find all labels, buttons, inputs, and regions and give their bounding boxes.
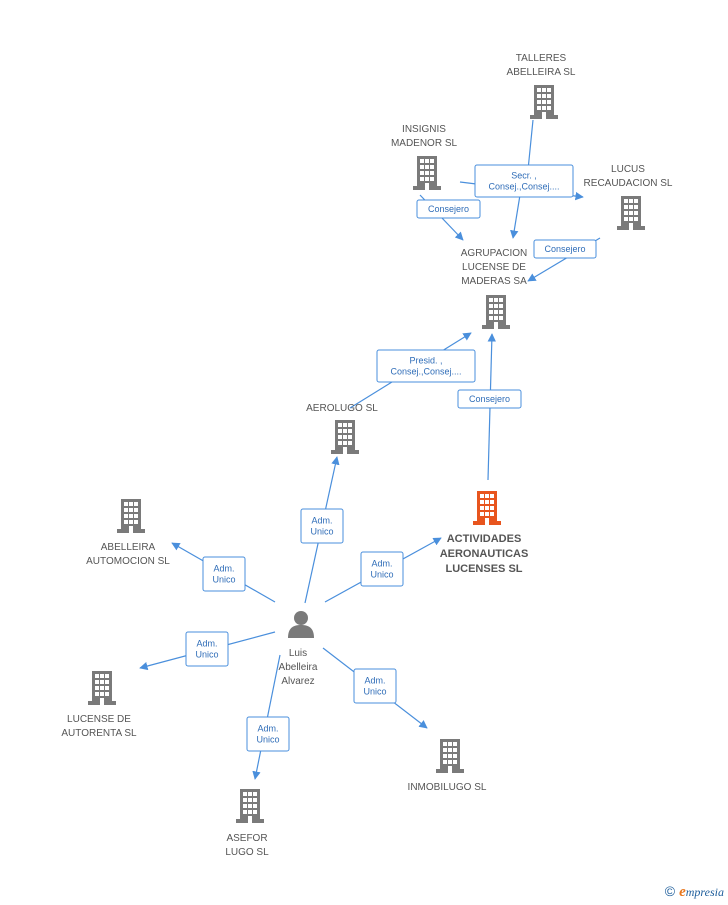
node-label-text: Alvarez [281, 676, 314, 687]
node-label-text: INMOBILUGO SL [408, 782, 487, 793]
edge-label-box [246, 716, 290, 752]
building-icon [88, 671, 116, 705]
edge-label-box [474, 164, 574, 198]
edge-label-text: Unico [370, 570, 393, 580]
edge-label-box [416, 199, 481, 219]
node-talleres[interactable]: TALLERES ABELLEIRA SL [507, 53, 576, 119]
edge-label-e9[interactable]: Adm. Unico [185, 631, 229, 667]
edge-label-text: Unico [310, 527, 333, 537]
edge-label-text: Consejero [544, 244, 585, 254]
node-label-text: ABELLEIRA SL [507, 67, 576, 78]
edge-label-box [300, 508, 344, 544]
building-icon [473, 491, 501, 525]
brand-logo-text: mpresia [685, 885, 724, 899]
building-icon [413, 156, 441, 190]
node-label-text: ASEFOR [226, 833, 267, 844]
building-icon [482, 295, 510, 329]
copyright-icon: © [664, 883, 676, 899]
edge-label-text: Unico [195, 650, 218, 660]
node-lucense_autorenta[interactable]: LUCENSE DE AUTORENTA SL [61, 671, 137, 739]
edge-label-text: Unico [256, 735, 279, 745]
edge-label-text: Presid. , [409, 356, 442, 366]
edge-label-box [457, 389, 522, 409]
building-icon [331, 420, 359, 454]
edge-label-box [376, 349, 476, 383]
building-icon [436, 739, 464, 773]
edge-label-e7[interactable]: Adm. Unico [202, 556, 246, 592]
node-actividades[interactable]: ACTIVIDADES AERONAUTICAS LUCENSES SL [440, 491, 529, 575]
edge-label-box [185, 631, 229, 667]
edge-label-text: Consejero [428, 204, 469, 214]
edge-label-text: Adm. [196, 638, 217, 648]
node-label-text: AUTOMOCION SL [86, 556, 170, 567]
node-aerolugo[interactable]: AEROLUGO SL [306, 403, 378, 454]
node-label-text: ABELLEIRA [101, 542, 156, 553]
edge-label-text: Consej.,Consej.... [390, 366, 461, 376]
brand-logo-e: e [679, 884, 686, 900]
node-abelleira_auto[interactable]: ABELLEIRA AUTOMOCION SL [86, 499, 170, 567]
edge-label-box [360, 551, 404, 587]
edge-label-e1[interactable]: Secr. ,Consej.,Consej.... [474, 164, 574, 198]
edge-label-box [353, 668, 397, 704]
node-label-text: AGRUPACION [461, 248, 528, 259]
node-label-text: AEROLUGO SL [306, 403, 378, 414]
edge-label-e2[interactable]: Consejero [416, 199, 481, 219]
edge-label-text: Unico [212, 575, 235, 585]
node-label-text: LUCUS [611, 164, 645, 175]
node-label-text: RECAUDACION SL [584, 178, 673, 189]
edge-label-text: Adm. [371, 558, 392, 568]
edge-labels-layer: Secr. ,Consej.,Consej....ConsejeroConsej… [185, 164, 597, 752]
node-label-text: ACTIVIDADES [447, 533, 522, 545]
edge-label-e5[interactable]: Consejero [457, 389, 522, 409]
building-icon [236, 789, 264, 823]
node-label-text: LUCENSE DE [67, 714, 131, 725]
node-label-text: MADENOR SL [391, 138, 458, 149]
edge-line-talleres [527, 119, 534, 171]
edge-label-text: Adm. [311, 515, 332, 525]
edge-label-e8[interactable]: Adm. Unico [360, 551, 404, 587]
node-label-text: Abelleira [279, 662, 318, 673]
edge-label-box [533, 239, 597, 259]
building-icon [617, 196, 645, 230]
node-label-text: LUCENSES SL [445, 563, 522, 575]
edge-label-e4[interactable]: Presid. ,Consej.,Consej.... [376, 349, 476, 383]
edge-label-text: Adm. [257, 723, 278, 733]
node-label-text: LUGO SL [225, 847, 269, 858]
node-label-text: AERONAUTICAS [440, 548, 529, 560]
edge-label-e3[interactable]: Consejero [533, 239, 597, 259]
edge-label-text: Consej.,Consej.... [488, 181, 559, 191]
edge-label-e10[interactable]: Adm. Unico [353, 668, 397, 704]
node-label-text: MADERAS SA [461, 276, 527, 287]
brand-footer: ©empresia [665, 883, 724, 901]
node-label-text: LUCENSE DE [462, 262, 526, 273]
edge-label-text: Adm. [213, 563, 234, 573]
edge-label-e6[interactable]: Adm. Unico [300, 508, 344, 544]
edge-label-text: Secr. , [511, 171, 537, 181]
person-icon [288, 611, 314, 638]
node-label-text: Luis [289, 648, 307, 659]
edge-label-text: Adm. [364, 675, 385, 685]
node-label-text: INSIGNIS [402, 124, 446, 135]
node-asefor[interactable]: ASEFOR LUGO SL [225, 789, 269, 858]
node-label-text: TALLERES [516, 53, 567, 64]
building-icon [530, 85, 558, 119]
edge-label-box [202, 556, 246, 592]
edge-label-text: Unico [363, 687, 386, 697]
nodes-layer: TALLERES ABELLEIRA SL INSIGNIS MADENOR SL LU… [61, 53, 673, 858]
edge-line-talleres-agrupacion [510, 194, 521, 239]
node-insignis[interactable]: INSIGNIS MADENOR SL [391, 124, 458, 190]
building-icon [117, 499, 145, 533]
node-label-text: AUTORENTA SL [61, 728, 137, 739]
node-agrupacion[interactable]: AGRUPACION LUCENSE DE MADERAS SA [461, 248, 528, 329]
node-lucus[interactable]: LUCUS RECAUDACION SL [584, 164, 673, 230]
edge-label-text: Consejero [469, 394, 510, 404]
node-inmobilugo[interactable]: INMOBILUGO SL [408, 739, 487, 793]
edge-label-e11[interactable]: Adm. Unico [246, 716, 290, 752]
